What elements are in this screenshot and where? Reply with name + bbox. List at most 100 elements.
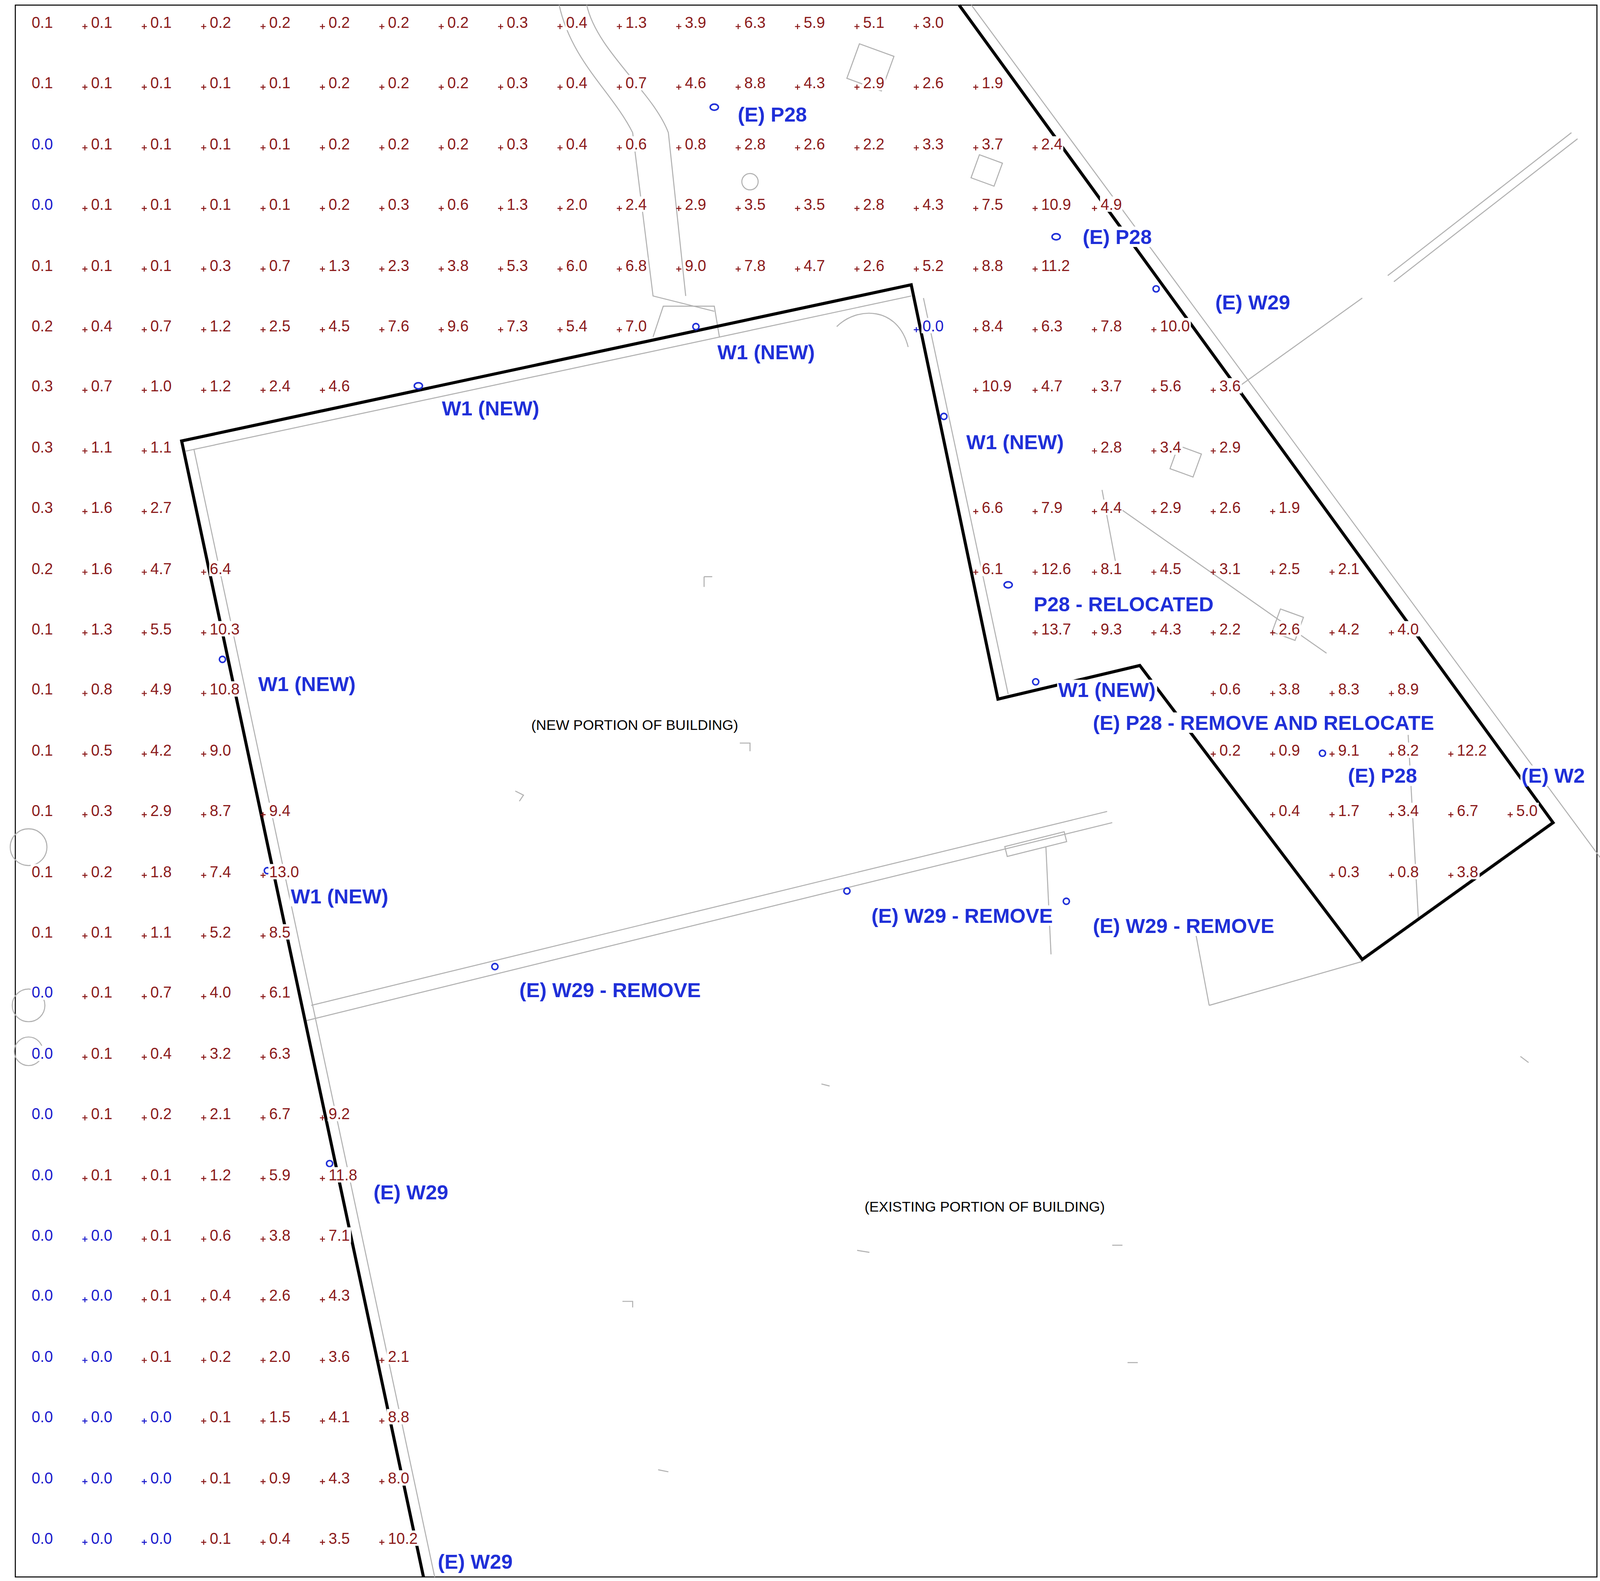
illuminance-value: 4.1 — [327, 1408, 351, 1425]
illuminance-value: 0.1 — [30, 75, 55, 91]
grid-point-mark — [438, 84, 444, 90]
grid-point-mark — [379, 327, 385, 333]
illuminance-value: 0.2 — [208, 1348, 233, 1364]
illuminance-value: 0.0 — [30, 196, 55, 212]
grid-point-mark — [82, 993, 88, 999]
illuminance-value: 0.1 — [149, 196, 173, 212]
grid-point-mark — [379, 1478, 385, 1484]
illuminance-value: 0.0 — [30, 1166, 55, 1182]
illuminance-value: 0.9 — [268, 1469, 292, 1485]
illuminance-value: 3.8 — [1456, 863, 1480, 879]
grid-point-mark — [260, 872, 266, 878]
illuminance-value: 1.9 — [1277, 499, 1301, 515]
grid-point-mark — [82, 1539, 88, 1545]
fixture-mark — [1127, 1361, 1138, 1363]
illuminance-value: 0.3 — [208, 257, 233, 273]
illuminance-value: 0.1 — [149, 1348, 173, 1364]
grid-point-mark — [1448, 751, 1454, 757]
illuminance-value: 0.1 — [268, 75, 292, 91]
grid-point-mark — [141, 630, 147, 636]
illuminance-value: 1.9 — [980, 75, 1005, 91]
grid-point-mark — [141, 1115, 147, 1121]
illuminance-value: 8.1 — [1099, 560, 1123, 576]
illuminance-value: 7.3 — [505, 317, 529, 333]
grid-point-mark — [141, 266, 147, 272]
illuminance-value: 5.9 — [802, 14, 826, 30]
grid-point-mark — [557, 266, 563, 272]
illuminance-value: 0.0 — [30, 984, 55, 1000]
illuminance-value: 2.6 — [268, 1287, 292, 1303]
illuminance-value: 8.9 — [1396, 681, 1420, 697]
fixture-mark — [739, 742, 750, 751]
illuminance-value: 2.4 — [624, 196, 648, 212]
illuminance-value: 8.5 — [268, 923, 292, 940]
illuminance-value: 6.3 — [1040, 317, 1064, 333]
illuminance-value: 2.7 — [149, 499, 173, 515]
grid-point-mark — [201, 1175, 207, 1181]
illuminance-value: 0.0 — [89, 1348, 114, 1364]
grid-point-mark — [141, 1175, 147, 1181]
illuminance-value: 6.7 — [268, 1105, 292, 1121]
grid-point-mark — [82, 1054, 88, 1060]
illuminance-value: 0.0 — [89, 1529, 114, 1546]
illuminance-value: 0.6 — [208, 1226, 233, 1243]
grid-point-mark — [973, 327, 979, 333]
grid-point-mark — [82, 1236, 88, 1242]
grid-point-mark — [1388, 690, 1395, 696]
grid-point-mark — [201, 327, 207, 333]
grid-point-mark — [319, 145, 325, 151]
grid-point-mark — [1329, 690, 1335, 696]
illuminance-value: 0.4 — [1277, 802, 1301, 818]
illuminance-value: 1.3 — [327, 257, 351, 273]
fixture-callout: (E) W2 — [1520, 765, 1586, 786]
illuminance-value: 2.2 — [1218, 620, 1242, 637]
illuminance-value: 0.1 — [208, 75, 233, 91]
grid-point-mark — [201, 84, 207, 90]
grid-point-mark — [260, 205, 266, 212]
grid-point-mark — [201, 812, 207, 818]
illuminance-value: 0.4 — [89, 317, 114, 333]
grid-point-mark — [498, 84, 504, 90]
illuminance-value: 2.6 — [921, 75, 945, 91]
illuminance-value: 3.4 — [1396, 802, 1420, 818]
grid-point-mark — [913, 327, 919, 333]
illuminance-value: 0.0 — [30, 1408, 55, 1425]
grid-point-mark — [201, 690, 207, 696]
illuminance-value: 3.4 — [1158, 438, 1183, 455]
grid-point-mark — [141, 24, 147, 30]
grid-point-mark — [319, 1175, 325, 1181]
grid-point-mark — [438, 327, 444, 333]
illuminance-value: 0.1 — [30, 257, 55, 273]
grid-point-mark — [141, 933, 147, 939]
grid-point-mark — [260, 145, 266, 151]
grid-point-mark — [1032, 145, 1038, 151]
grid-point-mark — [260, 1054, 266, 1060]
grid-point-mark — [557, 84, 563, 90]
illuminance-value: 0.4 — [565, 14, 589, 30]
grid-point-mark — [617, 327, 623, 333]
illuminance-value: 0.6 — [446, 196, 470, 212]
illuminance-value: 3.5 — [743, 196, 767, 212]
illuminance-value: 1.1 — [89, 438, 114, 455]
grid-point-mark — [1091, 387, 1097, 393]
illuminance-value: 10.3 — [208, 620, 241, 637]
illuminance-value: 13.0 — [268, 863, 300, 879]
illuminance-value: 7.8 — [743, 257, 767, 273]
illuminance-value: 0.2 — [387, 14, 411, 30]
illuminance-value: 3.0 — [921, 14, 945, 30]
illuminance-value: 1.5 — [268, 1408, 292, 1425]
illuminance-value: 2.2 — [861, 135, 886, 152]
grid-point-mark — [735, 205, 741, 212]
grid-point-mark — [260, 266, 266, 272]
illuminance-value: 2.6 — [802, 135, 826, 152]
illuminance-value: 3.3 — [921, 135, 945, 152]
grid-point-mark — [498, 327, 504, 333]
grid-point-mark — [438, 266, 444, 272]
illuminance-value: 4.7 — [1040, 378, 1064, 394]
grid-point-mark — [141, 1478, 147, 1484]
grid-point-mark — [1091, 630, 1097, 636]
illuminance-value: 1.1 — [149, 438, 173, 455]
illuminance-value: 0.2 — [89, 863, 114, 879]
grid-point-mark — [82, 205, 88, 212]
illuminance-value: 1.6 — [89, 499, 114, 515]
